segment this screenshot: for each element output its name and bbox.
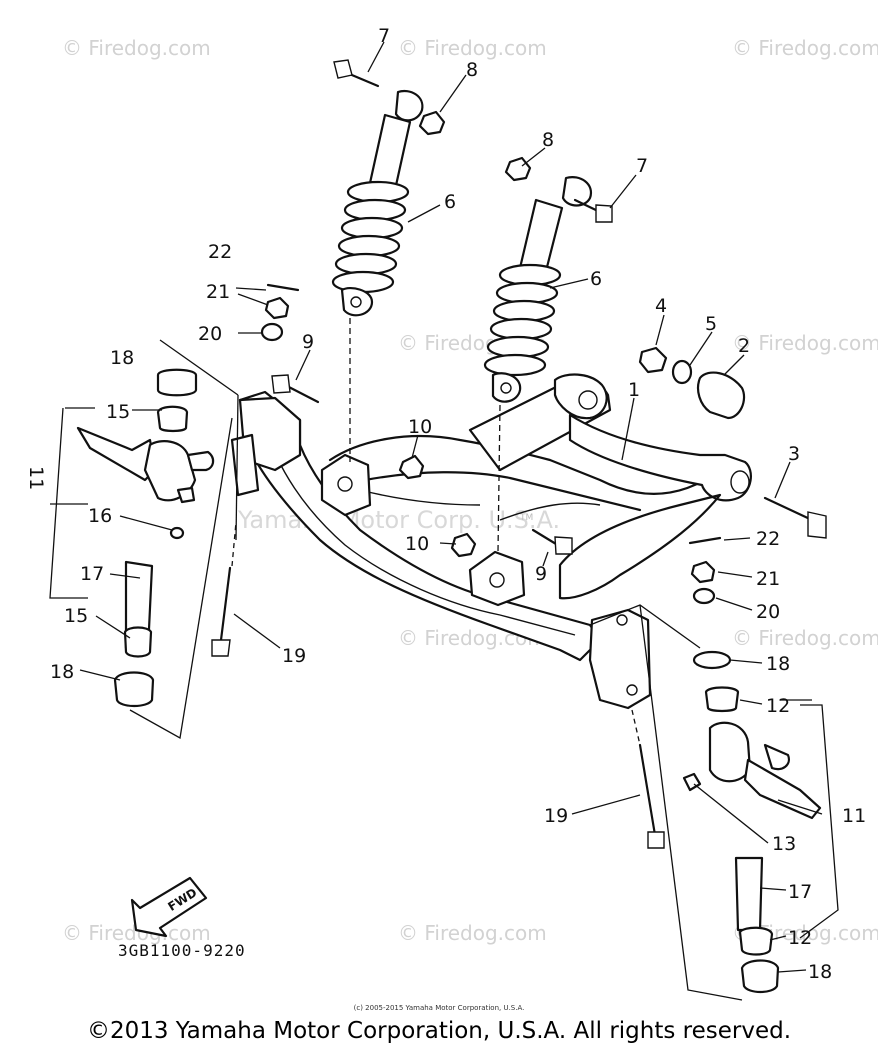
callout-10: 10 [408, 416, 432, 438]
leader-lines [79, 41, 823, 973]
shock-absorber-left [331, 89, 424, 317]
knuckle-left [76, 368, 215, 708]
callout-20: 20 [756, 601, 780, 623]
callout-9: 9 [302, 331, 314, 353]
callout-19: 19 [282, 645, 306, 667]
bolt-19-left [218, 566, 232, 650]
watermark: © Firedog.com [732, 36, 878, 60]
watermark: © Firedog.com [732, 626, 878, 650]
callout-17: 17 [80, 563, 104, 585]
shock-absorber-right [483, 176, 593, 403]
callout-12: 12 [788, 927, 812, 949]
callout-22: 22 [756, 528, 780, 550]
watermark: © Firedog.com [398, 921, 547, 945]
watermark-brand: Yamaha Motor Corp. U.S.A. [237, 506, 560, 534]
callout-9: 9 [535, 563, 547, 585]
callout-16: 16 [88, 505, 112, 527]
watermark: © Firedog.com [732, 331, 878, 355]
callout-10: 10 [405, 533, 429, 555]
callout-5: 5 [705, 313, 717, 335]
callout-18: 18 [50, 661, 74, 683]
watermark: © Firedog.com [398, 36, 547, 60]
footer-copyright: ©2013 Yamaha Motor Corporation, U.S.A. A… [86, 1018, 792, 1044]
knuckle-right [682, 650, 822, 994]
callout-3: 3 [788, 443, 800, 465]
callout-11: 11 [25, 466, 47, 490]
callout-8: 8 [466, 59, 478, 81]
callout-22: 22 [208, 241, 232, 263]
callout-15: 15 [106, 401, 130, 423]
callouts: 7 8 6 8 7 6 4 5 2 1 3 10 10 9 9 22 21 20… [25, 25, 866, 983]
watermark: © Firedog.com [62, 36, 211, 60]
hardware [260, 59, 827, 605]
callout-8: 8 [542, 129, 554, 151]
callout-7: 7 [378, 25, 390, 47]
assembly-lines [49, 339, 839, 1001]
callout-19: 19 [544, 805, 568, 827]
callout-1: 1 [628, 379, 640, 401]
diagram-code: 3GB1100-9220 [118, 941, 246, 960]
callout-17: 17 [788, 881, 812, 903]
callout-18: 18 [110, 347, 134, 369]
callout-6: 6 [590, 268, 602, 290]
callout-11: 11 [842, 805, 866, 827]
callout-18: 18 [808, 961, 832, 983]
callout-20: 20 [198, 323, 222, 345]
callout-15: 15 [64, 605, 88, 627]
callout-12: 12 [766, 695, 790, 717]
frame-assembly [230, 373, 752, 710]
callout-21: 21 [756, 568, 780, 590]
bolt-19-right [638, 743, 657, 837]
callout-18: 18 [766, 653, 790, 675]
callout-13: 13 [772, 833, 796, 855]
small-copyright: (c) 2005-2015 Yamaha Motor Corporation, … [353, 1004, 525, 1012]
watermark-tm: TM [519, 513, 533, 523]
callout-2: 2 [738, 335, 750, 357]
callout-7: 7 [636, 155, 648, 177]
alignment-line [497, 404, 501, 553]
callout-6: 6 [444, 191, 456, 213]
callout-21: 21 [206, 281, 230, 303]
callout-4: 4 [655, 295, 667, 317]
